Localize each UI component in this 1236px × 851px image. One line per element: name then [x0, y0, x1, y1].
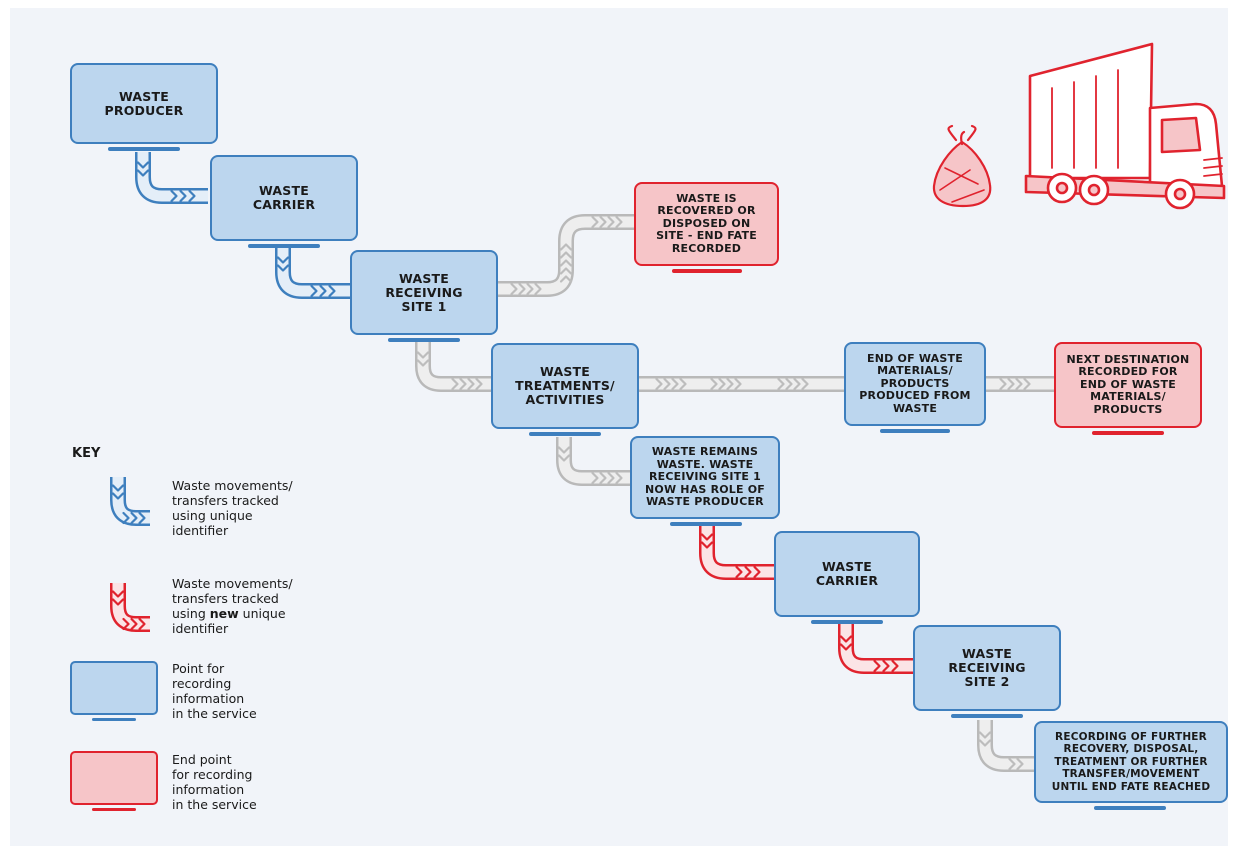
node-waste-carrier-1-label: WASTE CARRIER — [252, 183, 316, 212]
key-title: KEY — [72, 446, 101, 461]
node-receiving-site-1: WASTE RECEIVING SITE 1 — [350, 250, 498, 335]
node-receiving-site-1-stand — [388, 338, 460, 342]
key-end-point-swatch — [70, 751, 158, 805]
connector-treatments-to-remains-waste — [556, 437, 630, 486]
node-waste-producer: WASTE PRODUCER — [70, 63, 218, 144]
node-next-destination: NEXT DESTINATION RECORDED FOR END OF WAS… — [1054, 342, 1202, 428]
node-treatments-label: WASTE TREATMENTS/ ACTIVITIES — [515, 364, 615, 407]
node-next-destination-label: NEXT DESTINATION RECORDED FOR END OF WAS… — [1066, 352, 1190, 416]
key-end-point-stand — [92, 808, 136, 811]
node-further-recording-stand — [1094, 806, 1166, 810]
node-waste-carrier-2-label: WASTE CARRIER — [815, 559, 879, 588]
node-remains-waste: WASTE REMAINS WASTE. WASTE RECEIVING SIT… — [630, 436, 780, 519]
connector-producer-to-carrier — [135, 152, 208, 204]
key-recording-point-stand — [92, 718, 136, 721]
node-receiving-site-1-label: WASTE RECEIVING SITE 1 — [385, 270, 463, 314]
key-blue-arrow-icon — [110, 477, 150, 526]
node-treatments-stand — [529, 432, 601, 436]
connector-remains-waste-to-carrier-2 — [699, 522, 776, 580]
connector-site1-to-recovered — [498, 214, 634, 297]
node-waste-carrier-1-stand — [248, 244, 320, 248]
key-red-arrow-icon — [110, 583, 150, 632]
node-recovered-on-site-stand — [672, 269, 742, 273]
key-red-arrow-description: Waste movements/ transfers tracked using… — [172, 576, 293, 636]
node-waste-carrier-2: WASTE CARRIER — [774, 531, 920, 617]
node-further-recording-label: RECORDING OF FURTHER RECOVERY, DISPOSAL,… — [1051, 730, 1211, 793]
key-end-point-description: End point for recording information in t… — [172, 752, 257, 812]
node-waste-carrier-2-stand — [811, 620, 883, 624]
node-treatments: WASTE TREATMENTS/ ACTIVITIES — [491, 343, 639, 429]
node-waste-carrier-1: WASTE CARRIER — [210, 155, 358, 241]
connector-carrier-to-site1 — [275, 247, 350, 299]
node-end-of-waste-stand — [880, 429, 950, 433]
connector-carrier-2-to-site2 — [838, 624, 915, 674]
connector-site2-to-further-recording — [977, 720, 1034, 772]
node-remains-waste-stand — [670, 522, 742, 526]
node-next-destination-stand — [1092, 431, 1164, 435]
connector-site1-to-treatments — [415, 342, 492, 392]
key-blue-arrow-description: Waste movements/ transfers tracked using… — [172, 478, 293, 538]
node-remains-waste-label: WASTE REMAINS WASTE. WASTE RECEIVING SIT… — [644, 445, 766, 509]
node-end-of-waste-label: END OF WASTE MATERIALS/ PRODUCTS PRODUCE… — [859, 351, 971, 415]
node-recovered-on-site: WASTE IS RECOVERED OR DISPOSED ON SITE -… — [634, 182, 779, 266]
node-receiving-site-2-label: WASTE RECEIVING SITE 2 — [948, 646, 1026, 689]
node-end-of-waste: END OF WASTE MATERIALS/ PRODUCTS PRODUCE… — [844, 342, 986, 426]
key-recording-point-swatch — [70, 661, 158, 715]
node-waste-producer-label: WASTE PRODUCER — [104, 88, 184, 118]
key-recording-point-description: Point for recording information in the s… — [172, 661, 257, 721]
node-further-recording: RECORDING OF FURTHER RECOVERY, DISPOSAL,… — [1034, 721, 1228, 803]
waste-bag-icon — [932, 124, 992, 208]
node-receiving-site-2-stand — [951, 714, 1023, 718]
node-waste-producer-stand — [108, 147, 180, 151]
waste-truck-icon — [1024, 42, 1226, 210]
node-receiving-site-2: WASTE RECEIVING SITE 2 — [913, 625, 1061, 711]
key-new-emphasis: new — [209, 606, 239, 621]
node-recovered-on-site-label: WASTE IS RECOVERED OR DISPOSED ON SITE -… — [656, 191, 757, 255]
